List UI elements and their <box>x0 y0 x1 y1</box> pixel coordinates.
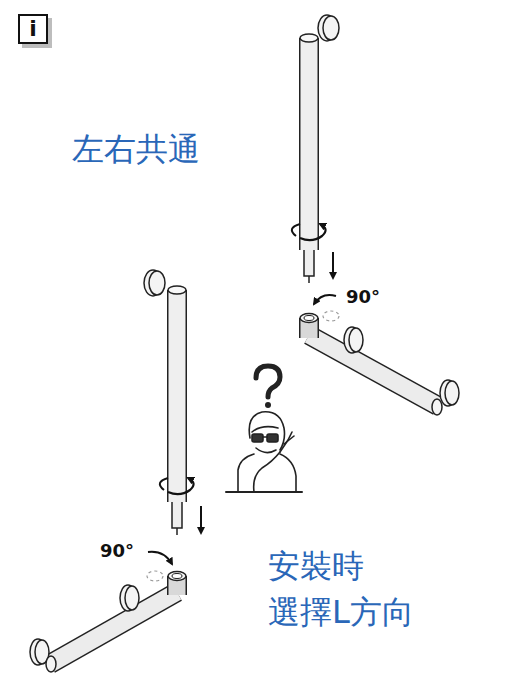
note-text: 左右共通 <box>72 128 200 172</box>
angle-label: 90° <box>346 286 380 307</box>
info-icon-box: i <box>18 14 48 44</box>
angle-label: 90° <box>100 540 134 561</box>
instruction-text: 安裝時 選擇L方向 <box>268 543 498 635</box>
icon-letter: i <box>29 18 37 40</box>
